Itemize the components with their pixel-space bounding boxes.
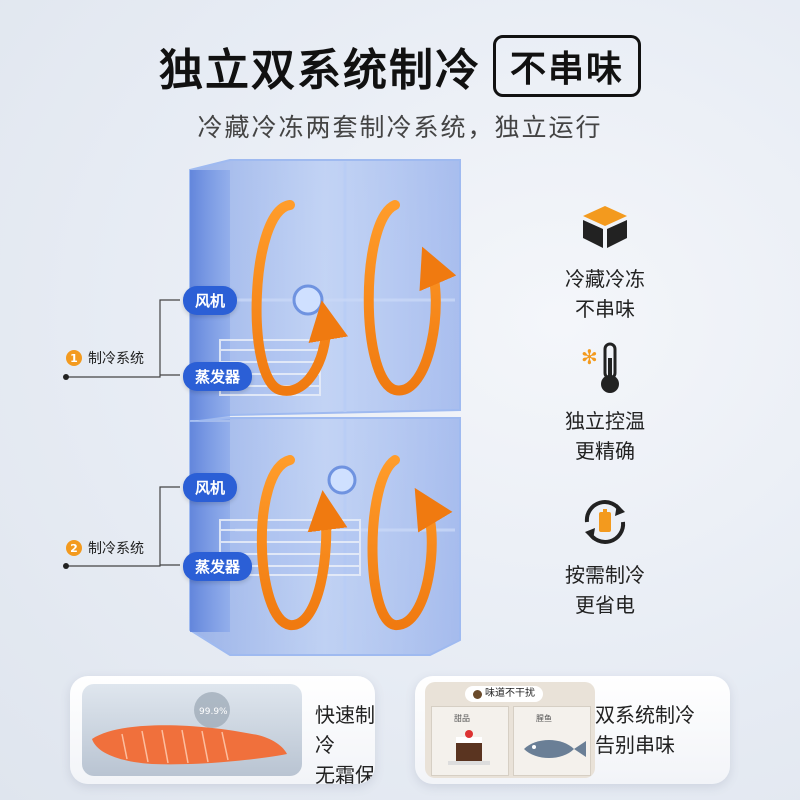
thermometer-snow-icon: ✻	[577, 340, 633, 396]
feature-temp-control: ✻ 独立控温 更精确	[530, 340, 680, 466]
left-compartment-label: 甜品	[454, 714, 470, 723]
feature-2-line1: 独立控温	[565, 409, 645, 433]
svg-text:✻: ✻	[581, 345, 598, 369]
card-dual-system: 味道不干扰 甜品 腥鱼 双系统制冷 告别串味	[415, 676, 730, 784]
screen-text: 99.9%	[199, 707, 228, 717]
card-1-text: 快速制冷 无霜保鲜	[315, 700, 375, 784]
system-2-text: 制冷系统	[88, 541, 144, 557]
page-subtitle: 冷藏冷冻两套制冷系统，独立运行	[197, 113, 603, 142]
evaporator-label-2: 蒸发器	[183, 552, 253, 581]
feature-1-line2: 不串味	[575, 297, 635, 321]
system-2-number: 2	[66, 540, 82, 556]
fan-label-2: 风机	[183, 473, 238, 502]
system-1-label: 1 制冷系统	[66, 348, 144, 368]
feature-1-line1: 冷藏冷冻	[565, 267, 645, 291]
feature-3-line1: 按需制冷	[565, 563, 645, 587]
system-2-label: 2 制冷系统	[66, 538, 144, 558]
fan-label-1: 风机	[183, 286, 238, 315]
check-icon	[473, 689, 482, 699]
card-2-line2: 告别串味	[595, 733, 675, 757]
no-odor-badge: 味道不干扰	[465, 686, 543, 702]
feature-energy-saving: 按需制冷 更省电	[530, 494, 680, 620]
evaporator-label-1: 蒸发器	[183, 362, 253, 391]
card-1-line1: 快速制冷	[315, 703, 375, 757]
card-fast-cooling: 99.9% 快速制冷 无霜保鲜	[70, 676, 375, 784]
box-icon	[577, 198, 633, 254]
card-1-line2: 无霜保鲜	[315, 763, 375, 784]
system-1-text: 制冷系统	[88, 351, 144, 367]
card-2-text: 双系统制冷 告别串味	[595, 700, 695, 760]
headline: 独立双系统制冷不串味	[0, 34, 800, 98]
right-compartment-label: 腥鱼	[536, 714, 552, 723]
fish-icon	[524, 740, 586, 758]
salmon-image: 99.9%	[82, 684, 302, 776]
title-tag: 不串味	[492, 35, 641, 97]
feature-no-odor: 冷藏冷冻 不串味	[530, 198, 680, 324]
right-compartment: 腥鱼	[513, 706, 591, 776]
feature-3-line2: 更省电	[575, 593, 635, 617]
page-title: 独立双系统制冷	[158, 45, 481, 96]
badge-text: 味道不干扰	[485, 688, 535, 699]
card-2-line1: 双系统制冷	[595, 703, 695, 727]
system-1-number: 1	[66, 350, 82, 366]
left-compartment: 甜品	[431, 706, 509, 776]
cake-icon	[448, 730, 490, 765]
battery-cycle-icon	[577, 494, 633, 550]
compartments-image: 味道不干扰 甜品 腥鱼	[425, 682, 595, 778]
feature-2-line2: 更精确	[575, 439, 635, 463]
